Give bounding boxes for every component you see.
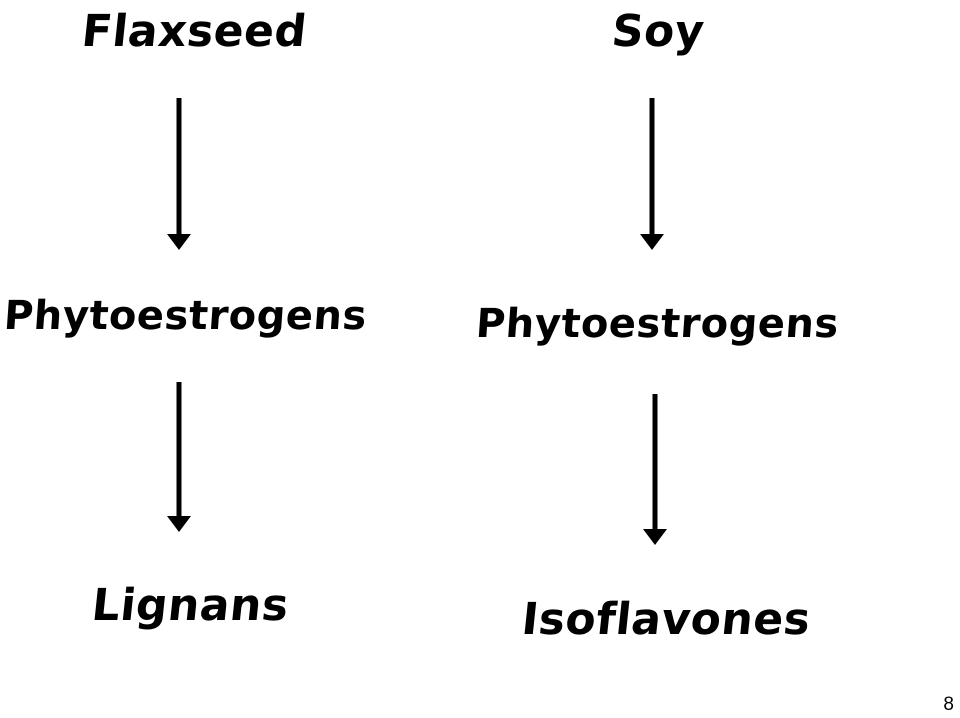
arrow-phytoestrogens-to-isoflavones <box>643 394 667 545</box>
arrow-soy-to-phytoestrogens <box>640 98 664 250</box>
page-number: 8 <box>943 694 954 715</box>
arrow-phytoestrogens-to-lignans <box>167 382 191 532</box>
arrow-flaxseed-to-phytoestrogens <box>167 98 191 250</box>
